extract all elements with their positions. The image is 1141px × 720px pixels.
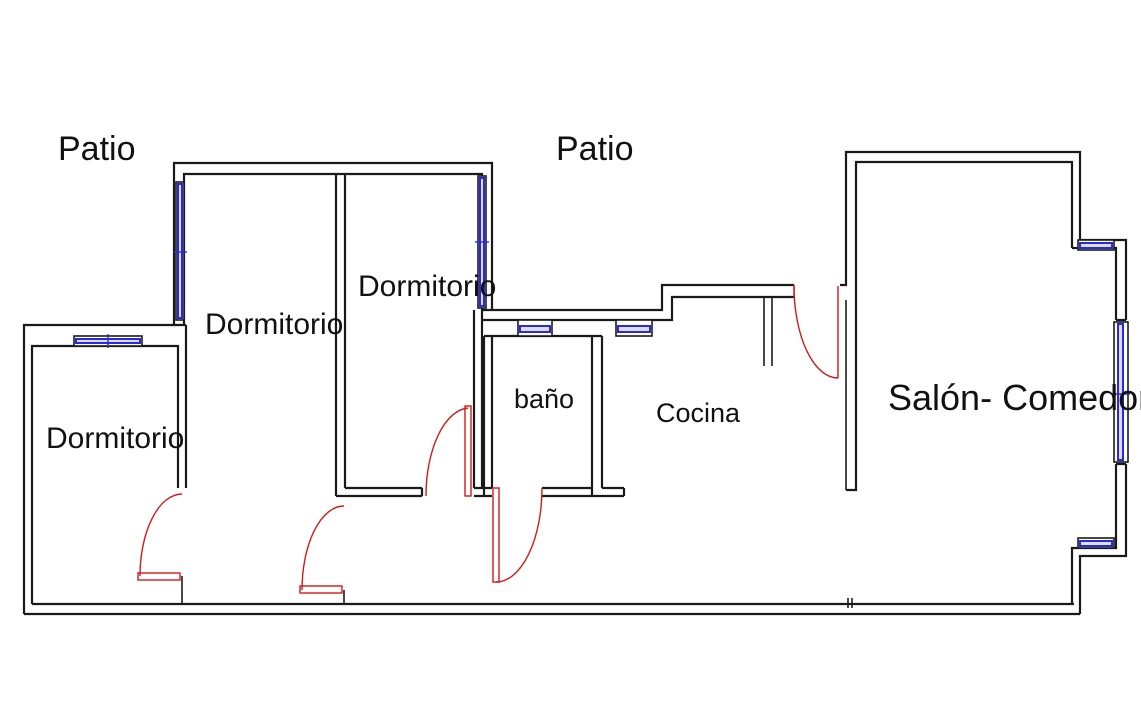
label-dormitorio-left: Dormitorio xyxy=(46,422,184,455)
walls xyxy=(22,150,1128,616)
label-patio-center: Patio xyxy=(556,130,634,168)
window-salon-east xyxy=(1112,321,1130,463)
window-dormitorio-right-east xyxy=(475,175,489,309)
window-salon-top xyxy=(1077,239,1115,251)
label-salon-comedor: Salón- Comedor xyxy=(888,377,1141,418)
windows xyxy=(73,175,1130,549)
door-salon xyxy=(793,285,839,379)
label-dormitorio-middle-left: Dormitorio xyxy=(205,308,343,341)
label-bano: baño xyxy=(514,384,574,414)
window-dormitorio-middle-west xyxy=(173,181,187,321)
door-bano xyxy=(492,487,543,583)
door-dormitorio-middle xyxy=(299,505,345,604)
window-cocina xyxy=(615,319,653,337)
label-dormitorio-middle-right: Dormitorio xyxy=(358,270,496,303)
window-bano xyxy=(517,319,553,337)
window-dormitorio-left xyxy=(73,334,143,348)
window-salon-bottom xyxy=(1077,537,1115,549)
door-dormitorio-left xyxy=(137,493,183,604)
room-labels: Patio Patio Dormitorio Dormitorio Dormit… xyxy=(46,130,1141,455)
door-dormitorio-right xyxy=(425,405,472,497)
label-patio-left: Patio xyxy=(58,130,136,168)
doors xyxy=(137,285,839,604)
label-cocina: Cocina xyxy=(656,398,741,428)
